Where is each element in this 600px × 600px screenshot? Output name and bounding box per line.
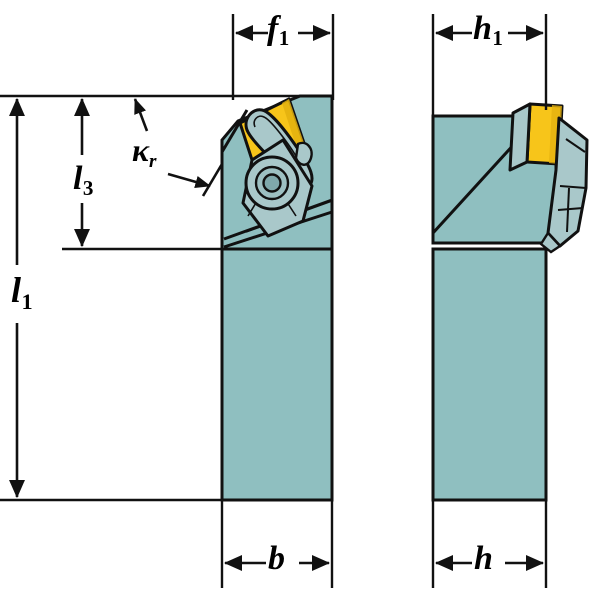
- kappa-angle-edge-marker: [201, 163, 224, 197]
- kappa-leader-to-edge: [167, 172, 211, 188]
- left-view-clamp-body-facet-a: [242, 202, 269, 237]
- dimension-f1: [231, 14, 335, 100]
- right-view-nose-facet-d: [565, 138, 586, 153]
- dimension-label-kappa-r: κr: [132, 132, 157, 173]
- right-view-group: [431, 102, 589, 502]
- dimension-label-b: b: [268, 540, 285, 577]
- dimension-b: [220, 500, 334, 588]
- dimension-h1: [431, 14, 548, 118]
- left-view-screw-torx-socket: [262, 173, 282, 193]
- left-view-insert-shadow: [282, 99, 304, 146]
- dimension-h: [431, 500, 548, 588]
- left-view-seat-face: [220, 109, 249, 153]
- dimension-label-l1: l1: [11, 270, 33, 314]
- dimension-kappa-r: [133, 98, 224, 197]
- right-view-insert-seat: [508, 102, 532, 172]
- right-view-nose-body: [546, 116, 589, 248]
- dimension-label-h1: h1: [473, 10, 503, 51]
- dimension-label-h: h: [474, 540, 493, 577]
- right-view-nose-facet-b: [557, 207, 584, 211]
- dimension-label-l3: l3: [73, 160, 94, 201]
- left-view-group: [220, 94, 334, 502]
- left-view-shank-body: [220, 247, 334, 502]
- kappa-leader-to-datum: [133, 98, 149, 132]
- dimension-label-f1: f1: [267, 10, 290, 51]
- left-view-clamp-body-facet-b: [267, 220, 304, 237]
- left-view-clamp-arm-highlight: [253, 115, 297, 157]
- right-view-nose-facet-c: [566, 187, 570, 233]
- right-view-shank-body: [431, 247, 548, 502]
- right-view-nose-tail: [539, 231, 562, 254]
- left-view-chipbreaker-detail: [294, 141, 313, 166]
- right-view-nose-facet-a: [559, 185, 587, 189]
